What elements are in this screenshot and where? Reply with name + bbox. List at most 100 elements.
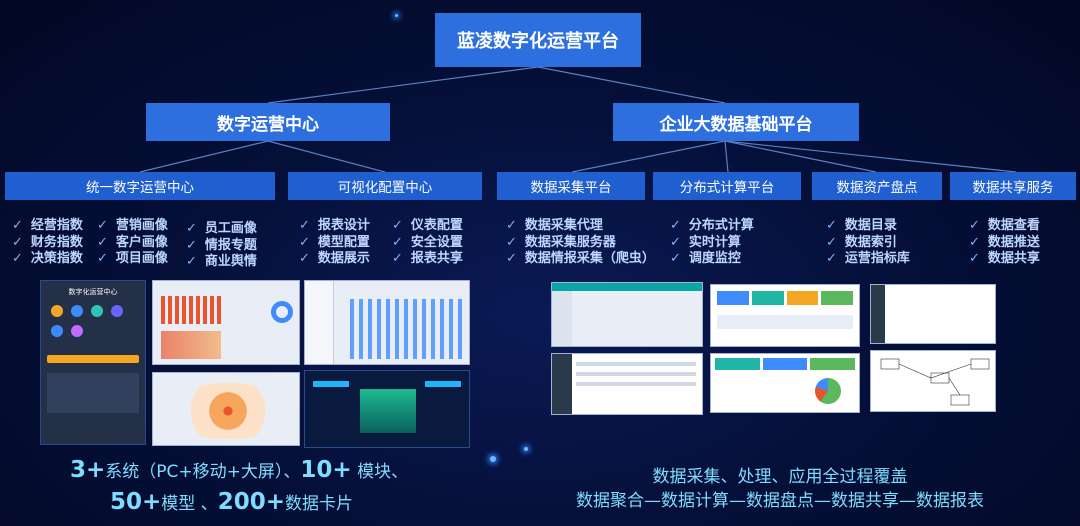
feature-item: 项目画像 xyxy=(115,251,168,266)
connector-left-1 xyxy=(139,140,269,173)
check-icon: ✓ xyxy=(969,234,980,250)
feature-list-right-2: ✓分布式计算 ✓实时计算 ✓调度监控 xyxy=(670,218,754,268)
feature-item: 数据采集服务器 xyxy=(524,234,616,250)
feature-item: 模型配置 xyxy=(317,234,370,250)
asset-screenshot xyxy=(870,284,996,344)
stat-cards-label: 数据卡片 xyxy=(284,494,353,514)
feature-item: 员工画像 xyxy=(204,221,257,236)
bottom-left-line1: 3+系统（PC+移动+大屏）、10+ 模块、 xyxy=(70,457,408,483)
feature-item: 数据推送 xyxy=(987,234,1040,250)
feature-item: 数据索引 xyxy=(844,234,897,250)
feature-item: 经营指数 xyxy=(30,218,83,233)
check-icon: ✓ xyxy=(12,218,23,233)
feature-item: 运营指标库 xyxy=(844,251,910,266)
node-data-collection-platform: 数据采集平台 xyxy=(497,172,645,200)
check-icon: ✓ xyxy=(186,221,197,236)
feature-item: 数据采集代理 xyxy=(524,218,603,233)
feature-item: 报表设计 xyxy=(317,218,370,233)
check-icon: ✓ xyxy=(826,234,837,250)
check-icon: ✓ xyxy=(12,234,23,250)
feature-item: 数据目录 xyxy=(844,218,897,233)
feature-item: 决策指数 xyxy=(30,251,83,266)
check-icon: ✓ xyxy=(392,218,403,233)
glow-dot xyxy=(524,447,528,451)
check-icon: ✓ xyxy=(670,234,681,250)
check-icon: ✓ xyxy=(392,251,403,266)
feature-item: 调度监控 xyxy=(688,251,741,266)
check-icon: ✓ xyxy=(186,237,197,253)
glow-dot xyxy=(395,14,398,17)
check-icon: ✓ xyxy=(299,218,310,233)
feature-item: 数据展示 xyxy=(317,251,370,266)
feature-item: 报表共享 xyxy=(410,251,463,266)
bottom-left-line2: 50+模型 、200+数据卡片 xyxy=(110,489,353,515)
feature-item: 财务指数 xyxy=(30,234,83,250)
connector-right-4 xyxy=(724,140,1017,173)
check-icon: ✓ xyxy=(97,234,108,250)
connector-root-left xyxy=(267,66,539,104)
check-icon: ✓ xyxy=(186,254,197,269)
connector-root-right xyxy=(537,66,726,104)
node-distributed-compute-platform: 分布式计算平台 xyxy=(653,172,801,200)
stat-systems-label: 系统（PC+移动+大屏）、 xyxy=(105,462,301,482)
connector-right-2 xyxy=(724,140,729,173)
feature-list-right-3: ✓ 数据目录 ✓ 数据索引 ✓ 运营指标库 xyxy=(826,218,910,268)
feature-item: 情报专题 xyxy=(204,237,257,253)
stat-systems: 3+ xyxy=(70,457,106,483)
feature-item: 分布式计算 xyxy=(688,218,754,233)
check-icon: ✓ xyxy=(670,218,681,233)
big-screen-screenshot xyxy=(304,370,470,448)
feature-item: 客户画像 xyxy=(115,234,168,250)
check-icon: ✓ xyxy=(392,234,403,250)
feature-list-left-2: ✓营销画像 ✓客户画像 ✓项目画像 xyxy=(97,218,168,268)
check-icon: ✓ xyxy=(506,218,517,233)
feature-item: 仪表配置 xyxy=(410,218,463,233)
stat-models: 50+ xyxy=(110,489,162,515)
node-visual-config-center: 可视化配置中心 xyxy=(288,172,482,200)
monitor-screenshot xyxy=(710,353,860,413)
check-icon: ✓ xyxy=(97,218,108,233)
collection-screenshot xyxy=(551,282,703,347)
node-data-asset-inventory: 数据资产盘点 xyxy=(812,172,942,200)
stat-modules-label: 模块、 xyxy=(351,462,409,482)
feature-item: 商业舆情 xyxy=(204,254,257,269)
connector-right-1 xyxy=(571,140,726,173)
feature-item: 数据查看 xyxy=(987,218,1040,233)
bottom-right-line2: 数据聚合—数据计算—数据盘点—数据共享—数据报表 xyxy=(576,491,984,511)
check-icon: ✓ xyxy=(826,251,837,266)
node-digital-operation-center: 数字运营中心 xyxy=(146,103,390,141)
check-icon: ✓ xyxy=(969,218,980,233)
bottom-right-line1: 数据采集、处理、应用全过程覆盖 xyxy=(652,467,908,487)
feature-list-left-3: ✓ 员工画像 ✓ 情报专题 ✓ 商业舆情 xyxy=(186,221,257,271)
sharing-screenshot xyxy=(870,350,996,412)
feature-list-left-4: ✓ 报表设计 ✓ 模型配置 ✓ 数据展示 xyxy=(299,218,370,268)
stat-cards: 200+ xyxy=(217,489,285,515)
stat-modules: 10+ xyxy=(300,457,352,483)
mobile-app-screenshot: 数字化运营中心 xyxy=(40,280,146,445)
glow-dot xyxy=(490,456,496,462)
feature-item: 营销画像 xyxy=(115,218,168,233)
root-node: 蓝凌数字化运营平台 xyxy=(435,13,641,67)
collection-list-screenshot xyxy=(551,353,703,415)
feature-list-left-1: ✓ 经营指数 ✓ 财务指数 ✓ 决策指数 xyxy=(12,218,83,268)
map-screenshot xyxy=(152,372,300,446)
check-icon: ✓ xyxy=(506,251,517,266)
dashboard-screenshot-1 xyxy=(152,280,300,365)
feature-item: 实时计算 xyxy=(688,234,741,250)
check-icon: ✓ xyxy=(969,251,980,266)
check-icon: ✓ xyxy=(299,234,310,250)
feature-list-left-5: ✓ 仪表配置 ✓ 安全设置 ✓ 报表共享 xyxy=(392,218,463,268)
stat-models-label: 模型 、 xyxy=(161,494,218,514)
feature-item: 安全设置 xyxy=(410,234,463,250)
feature-list-right-4: ✓ 数据查看 ✓ 数据推送 ✓ 数据共享 xyxy=(969,218,1040,268)
feature-item: 数据共享 xyxy=(987,251,1040,266)
node-unified-operation-center: 统一数字运营中心 xyxy=(5,172,275,200)
check-icon: ✓ xyxy=(826,218,837,233)
compute-screenshot xyxy=(710,284,860,347)
node-data-sharing-service: 数据共享服务 xyxy=(950,172,1076,200)
feature-item: 数据情报采集（爬虫） xyxy=(524,251,655,266)
check-icon: ✓ xyxy=(299,251,310,266)
check-icon: ✓ xyxy=(12,251,23,266)
dashboard-screenshot-2 xyxy=(304,280,470,365)
